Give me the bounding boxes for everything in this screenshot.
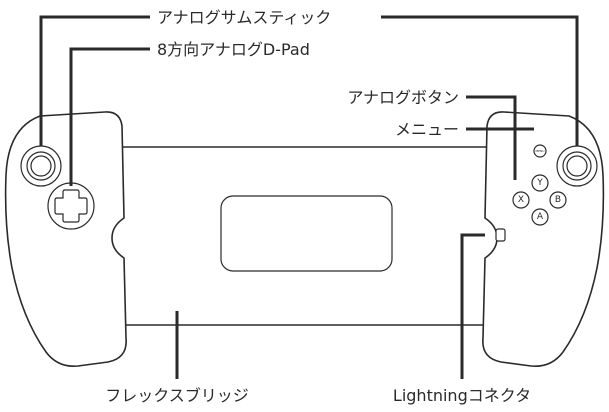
button-a: A <box>531 208 549 226</box>
label-dpad: 8方向アナログD-Pad <box>157 40 310 59</box>
label-analog-buttons: アナログボタン <box>347 88 459 107</box>
button-y-label: Y <box>536 178 543 188</box>
button-b-label: B <box>555 195 561 205</box>
thumbstick-callout-line-right <box>381 15 579 146</box>
dpad <box>47 182 95 230</box>
button-x: X <box>512 191 530 209</box>
left-thumbstick <box>20 145 62 187</box>
right-thumbstick <box>556 145 598 187</box>
label-menu: メニュー <box>395 120 459 139</box>
menu-button: MENU <box>533 144 547 158</box>
button-x-label: X <box>518 195 524 205</box>
label-bridge: フレックスブリッジ <box>105 386 249 405</box>
button-b: B <box>549 191 567 209</box>
dpad-callout-line <box>69 47 150 186</box>
label-connector: Lightningコネクタ <box>393 386 531 405</box>
analog-buttons-callout-line <box>466 95 517 180</box>
thumbstick-callout-line <box>39 15 150 146</box>
button-a-label: A <box>537 212 544 222</box>
menu-glyph: MENU <box>536 149 545 153</box>
label-thumbstick: アナログサムスティック <box>157 8 331 27</box>
screen-area <box>220 195 393 272</box>
left-grip <box>4 111 127 368</box>
connector-callout-line <box>460 233 485 379</box>
lightning-connector <box>495 228 506 242</box>
button-y: Y <box>531 174 549 192</box>
